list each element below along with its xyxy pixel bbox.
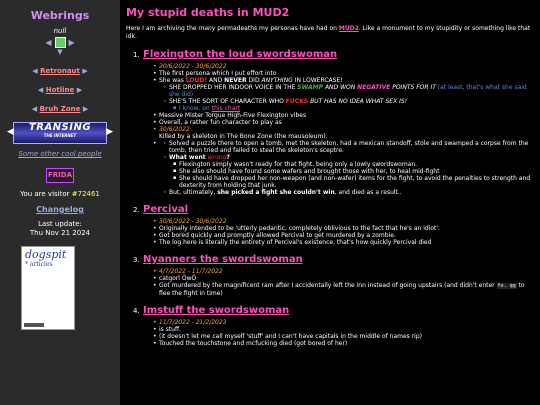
dogspit-articles-badge[interactable]: dogspit * articles <box>21 246 75 330</box>
page-title: My stupid deaths in MUD2 <box>126 6 290 19</box>
random-arrow-icon[interactable]: ▼ <box>57 48 63 56</box>
webring-nav: null ◀ ▶ ▼ <box>0 27 120 56</box>
transing-the-internet-banner[interactable]: ◀ TRANSING THE INTERNET ▶ <box>7 122 113 144</box>
webring-hotline[interactable]: ◀ Hotline ▶ <box>37 86 83 94</box>
next-arrow-icon[interactable]: ▶ <box>68 37 75 47</box>
prev-arrow-icon[interactable]: ◀ <box>45 37 52 47</box>
this-chart-link[interactable]: this chart <box>211 105 241 112</box>
visitor-counter: You are visitor #72461 <box>20 190 100 198</box>
webring-name: null <box>53 27 67 35</box>
section-title[interactable]: Percival <box>143 204 189 215</box>
sidebar: Webrings null ◀ ▶ ▼ ◀ Retronaut ▶ ◀ Hotli… <box>0 0 120 405</box>
section-imstuff: 4.Imstuff the swordswoman <box>133 305 290 316</box>
section-title[interactable]: Flexington the loud swordswoman <box>143 49 338 60</box>
section-percival: 2.Percival <box>133 204 189 215</box>
main-content: My stupid deaths in MUD2 Here I am archi… <box>126 0 534 405</box>
banner-right-arrow-icon[interactable]: ▶ <box>106 127 113 137</box>
section-nyanners: 3.Nyanners the swordswoman <box>133 254 303 265</box>
intro-text: Here I am archiving the many permadeaths… <box>126 25 531 40</box>
banner-left-arrow-icon[interactable]: ◀ <box>7 127 14 137</box>
webrings-title: Webrings <box>30 9 90 22</box>
webring-bruh-zone[interactable]: ◀ Bruh Zone ▶ <box>31 105 89 113</box>
section-flexington: 1.Flexington the loud swordswoman <box>133 49 338 60</box>
section-title[interactable]: Nyanners the swordswoman <box>143 254 303 265</box>
friday-badge: FRIDA <box>46 168 74 183</box>
webring-retronaut[interactable]: ◀ Retronaut ▶ <box>32 67 88 75</box>
cool-people-link[interactable]: Some other cool people <box>18 150 102 158</box>
webring-icon[interactable] <box>54 37 66 48</box>
visitor-count: #72461 <box>71 190 100 198</box>
mud2-link[interactable]: MUD2 <box>338 25 359 32</box>
last-update: Last update: Thu Nov 21 2024 <box>29 220 91 237</box>
changelog-link[interactable]: Changelog <box>36 205 84 214</box>
section-title[interactable]: Imstuff the swordswoman <box>143 305 290 316</box>
